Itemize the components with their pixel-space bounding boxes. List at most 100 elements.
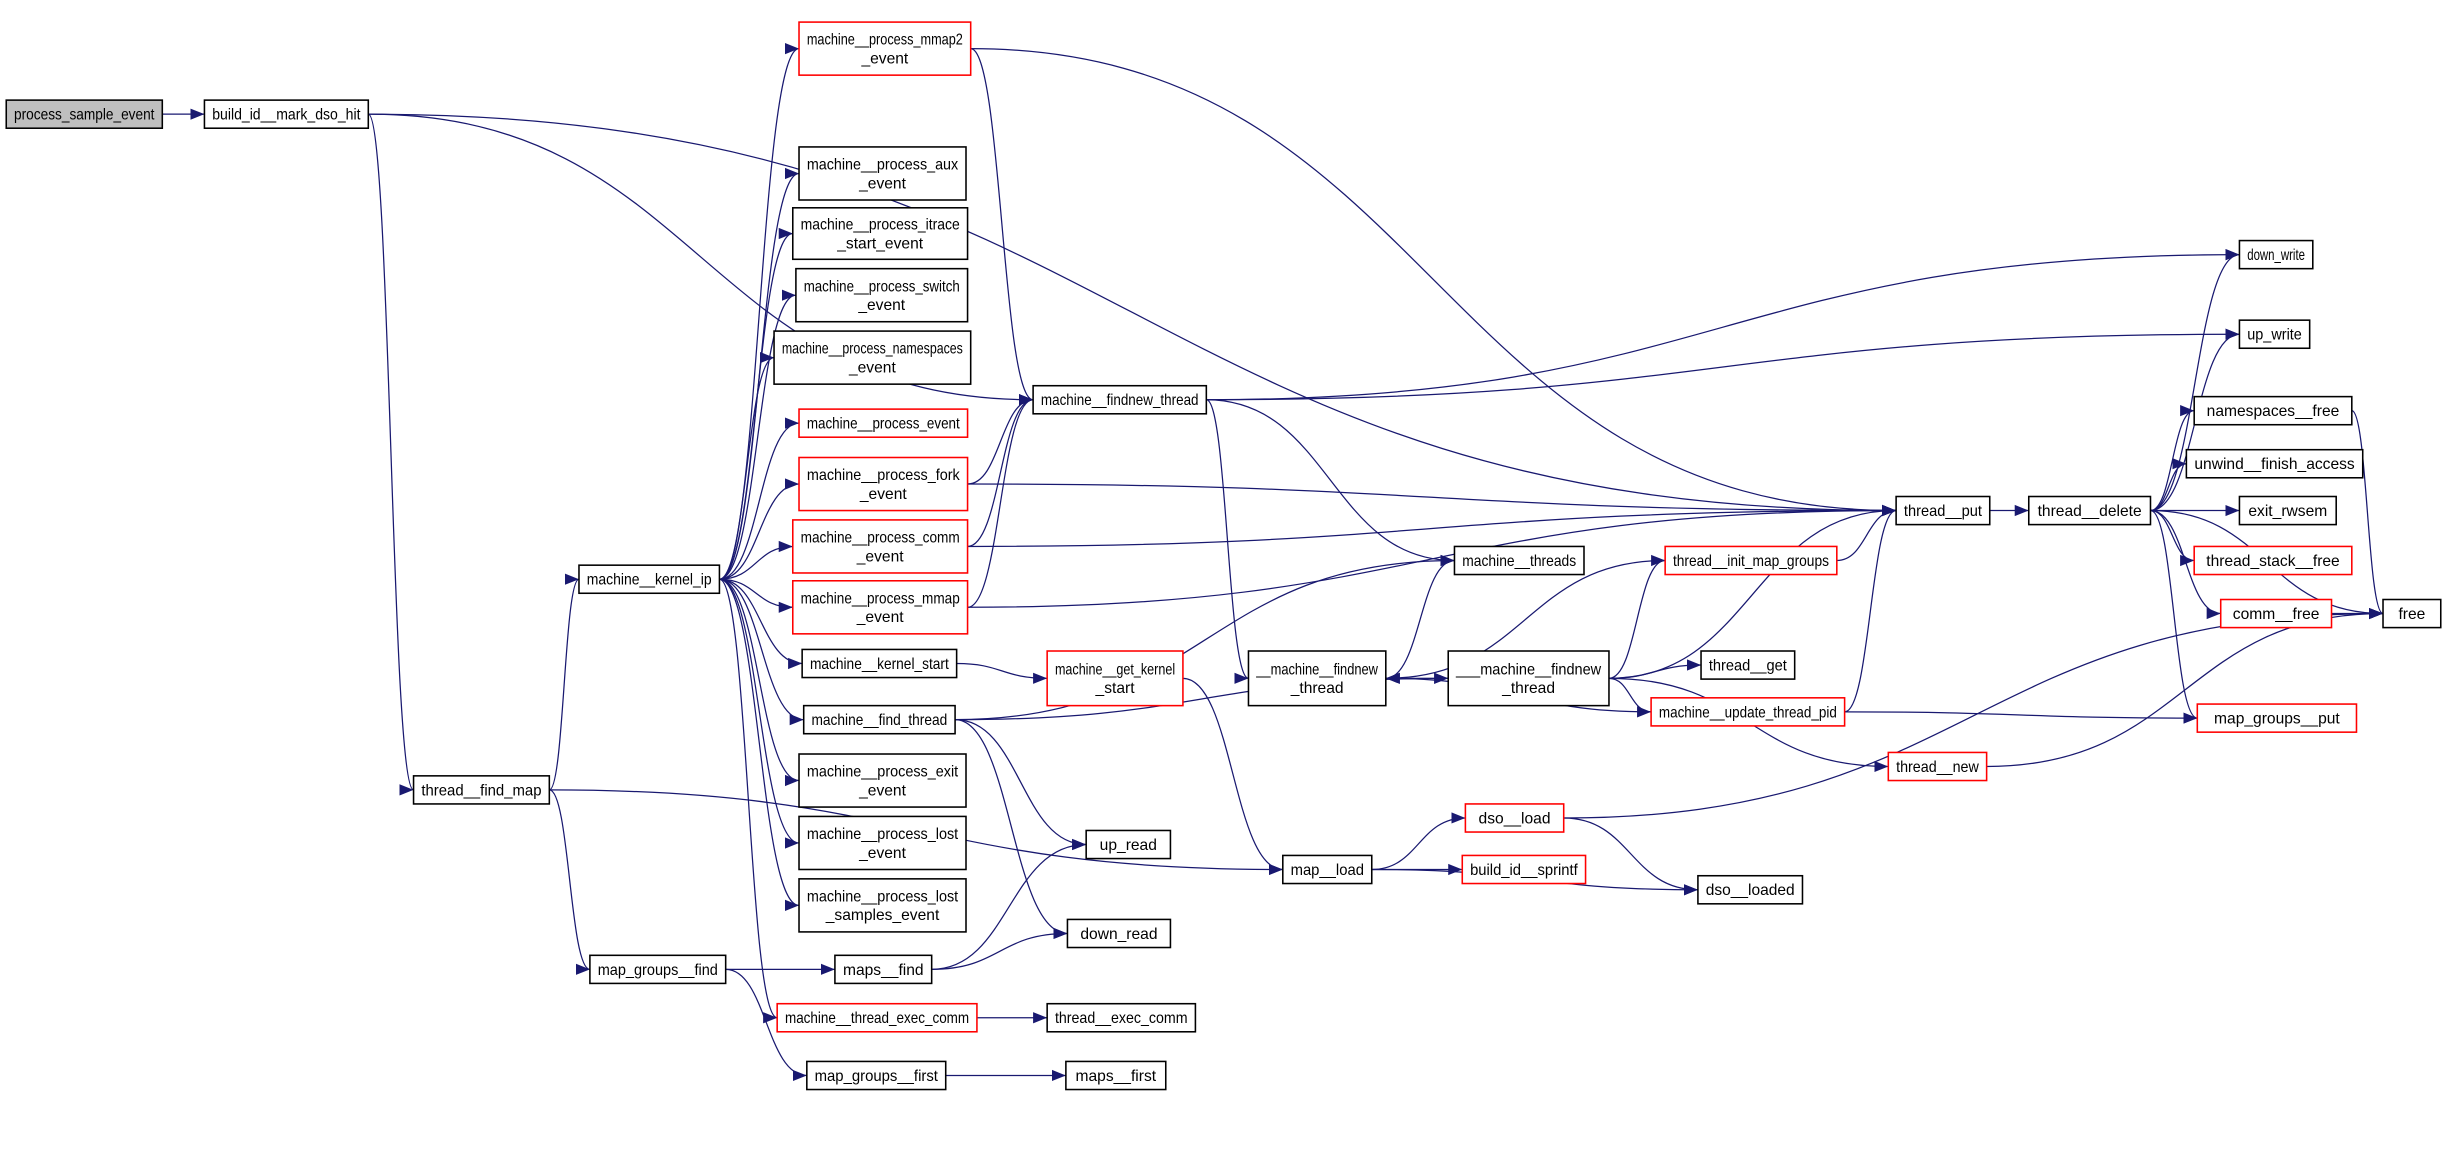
edge-arrow xyxy=(1844,711,2198,724)
node-label: ___machine__findnew xyxy=(1455,661,1602,678)
function-node[interactable]: thread__exec_comm xyxy=(1046,1002,1197,1033)
function-node[interactable]: machine__process_event xyxy=(798,408,969,438)
node-label: maps__first xyxy=(1076,1068,1157,1085)
function-node[interactable]: up_read xyxy=(1085,829,1172,860)
node-box xyxy=(1464,803,1565,833)
node-box xyxy=(1247,650,1387,707)
function-node[interactable]: build_id__sprintf xyxy=(1461,854,1587,885)
call-edge xyxy=(1385,559,1666,684)
function-node[interactable]: machine__kernel_start xyxy=(801,648,958,679)
function-node[interactable]: comm__free xyxy=(2219,598,2333,629)
node-box xyxy=(1046,650,1184,707)
node-label: machine__process_comm xyxy=(801,530,960,547)
function-node[interactable]: machine__process_itrace_start_event xyxy=(791,207,969,261)
function-node[interactable]: thread_stack__free xyxy=(2193,545,2353,576)
function-node[interactable]: map_groups__find xyxy=(589,954,727,985)
function-node[interactable]: thread__put xyxy=(1895,495,1991,526)
function-node[interactable]: thread__init_map_groups xyxy=(1664,545,1838,576)
edge-arrow xyxy=(725,968,807,1082)
function-node[interactable]: namespaces__free xyxy=(2193,395,2353,426)
function-node[interactable]: machine__process_mmap_event xyxy=(791,579,969,635)
function-node[interactable]: machine__process_switch _event xyxy=(795,267,969,323)
function-node[interactable]: map__load xyxy=(1282,854,1373,885)
function-node[interactable]: machine__get_kernel_start xyxy=(1046,650,1184,707)
function-node[interactable]: machine__kernel_ip xyxy=(578,564,721,595)
edge-arrow xyxy=(1206,399,1249,684)
node-label: machine__process_namespaces xyxy=(782,341,963,358)
edge-arrow xyxy=(719,578,778,1024)
node-label: machine__process_switch xyxy=(804,278,960,295)
node-box xyxy=(798,456,969,512)
call-edge xyxy=(1385,554,1455,679)
call-edge xyxy=(2150,458,2187,512)
call-edge xyxy=(967,394,1034,548)
function-node[interactable]: down_read xyxy=(1066,918,1172,949)
call-edge xyxy=(719,578,804,726)
node-box xyxy=(776,1002,978,1033)
function-node[interactable]: machine__thread_exec_comm xyxy=(776,1002,978,1033)
node-box xyxy=(773,330,972,385)
node-label: machine__process_fork xyxy=(807,467,960,484)
node-label: _event xyxy=(859,486,907,503)
function-node[interactable]: thread__get xyxy=(1700,650,1796,680)
node-label: down_read xyxy=(1080,926,1157,943)
edge-arrow xyxy=(956,662,1048,684)
node-box xyxy=(2196,703,2358,733)
function-node[interactable]: map_groups__first xyxy=(806,1060,947,1091)
node-label: _event xyxy=(857,297,905,314)
function-node[interactable]: build_id__mark_dso_hit xyxy=(203,99,370,129)
edge-arrow xyxy=(549,789,591,975)
edge-arrow xyxy=(1836,504,1897,562)
node-box xyxy=(798,408,969,438)
function-node[interactable]: thread__find_map xyxy=(412,775,551,805)
function-node[interactable]: machine__process_mmap2_event xyxy=(798,21,972,76)
node-label: _samples_event xyxy=(825,907,940,924)
function-node[interactable]: machine__process_lost _samples_event xyxy=(798,878,967,933)
call-edge xyxy=(719,578,800,849)
call-edge xyxy=(719,578,800,911)
node-box xyxy=(2185,448,2364,479)
function-node[interactable]: machine__process_lost_event xyxy=(798,815,967,871)
edge-arrow xyxy=(955,719,1068,940)
node-label: machine__process_lost xyxy=(807,888,959,905)
function-node[interactable]: unwind__finish_access xyxy=(2185,448,2364,479)
function-node[interactable]: down_write xyxy=(2238,239,2314,270)
node-label: maps__find xyxy=(843,962,924,979)
function-node[interactable]: machine__process_fork _event xyxy=(798,456,969,512)
function-node[interactable]: up_write xyxy=(2238,319,2311,350)
node-label: __machine__findnew xyxy=(1255,661,1378,678)
edge-arrow xyxy=(367,113,415,796)
function-node[interactable]: machine__findnew_thread xyxy=(1032,384,1208,415)
call-edge xyxy=(955,554,1455,721)
node-label: dso__loaded xyxy=(1706,882,1795,899)
call-edge xyxy=(368,113,1897,517)
function-node[interactable]: machine__process_namespaces_event xyxy=(773,330,972,385)
function-node[interactable]: machine__process_comm_event xyxy=(791,519,969,574)
function-node[interactable]: __machine__findnew _thread xyxy=(1247,650,1387,707)
node-label: _event xyxy=(856,548,904,565)
function-node[interactable]: thread__new xyxy=(1887,751,1988,782)
node-label: machine__kernel_ip xyxy=(587,572,712,589)
node-box xyxy=(2193,545,2353,576)
function-node[interactable]: ___machine__findnew_thread xyxy=(1447,650,1610,707)
edge-arrow xyxy=(970,47,1034,406)
function-node[interactable]: machine__threads xyxy=(1453,545,1585,576)
node-label: _event xyxy=(860,50,908,67)
function-node[interactable]: dso__load xyxy=(1464,803,1565,833)
node-box xyxy=(1065,1060,1167,1091)
function-node[interactable]: free xyxy=(2382,598,2442,629)
function-node[interactable]: dso__loaded xyxy=(1697,874,1804,905)
node-label: _thread xyxy=(1290,680,1344,697)
function-node[interactable]: machine__find_thread xyxy=(802,704,956,735)
call-edge xyxy=(719,578,800,787)
function-node[interactable]: maps__find xyxy=(834,954,933,985)
function-node[interactable]: machine__process_exit_event xyxy=(798,753,967,808)
function-node[interactable]: maps__first xyxy=(1065,1060,1167,1091)
function-node[interactable]: map_groups__put xyxy=(2196,703,2358,733)
call-edge xyxy=(2351,410,2384,619)
function-node[interactable]: machine__update_thread_pid xyxy=(1650,697,1846,727)
function-node[interactable]: thread__delete xyxy=(2027,495,2152,526)
node-box xyxy=(5,99,164,129)
function-node[interactable]: machine__process_aux_event xyxy=(798,146,967,201)
function-node[interactable]: exit_rwsem xyxy=(2238,495,2337,526)
